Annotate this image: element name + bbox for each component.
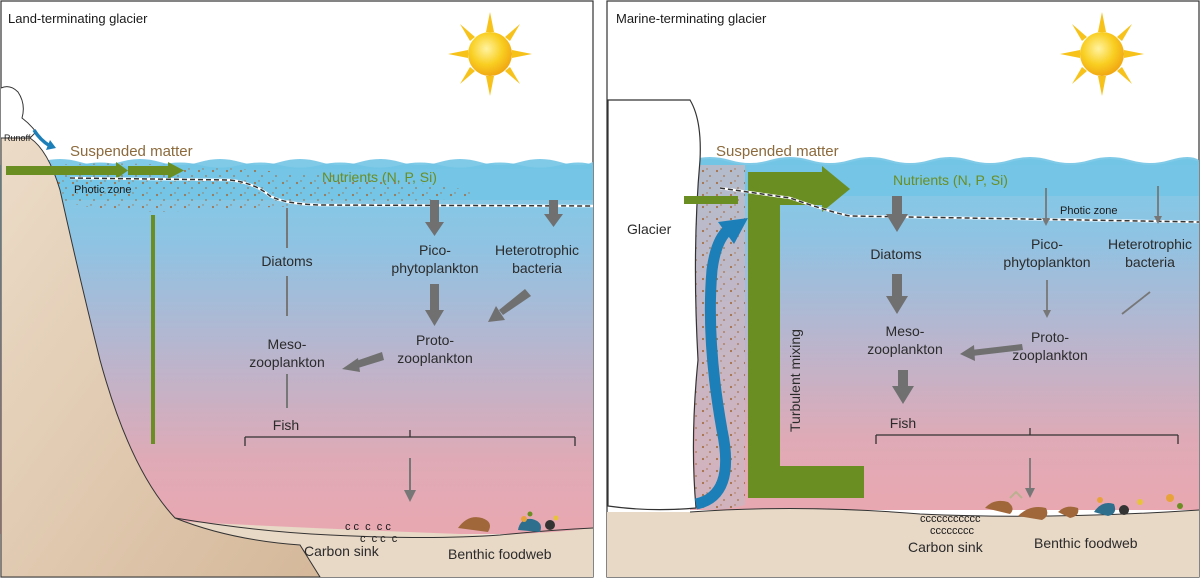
right-green-stub [684, 196, 738, 204]
right-blue-upwelling [694, 225, 732, 510]
left-arrowhead-nutrients-pico [425, 222, 444, 236]
left-arrow-bacteria-proto [499, 289, 531, 315]
right-glacier-label: Glacier [627, 221, 672, 237]
right-meso-2: zooplankton [867, 341, 943, 357]
left-carbon-sink: Carbon sink [304, 543, 380, 559]
left-arrow-nutrients-bacteria [549, 200, 558, 214]
left-arrow-proto-meso [356, 352, 384, 368]
right-carbon-marks-2: cccccccc [930, 525, 975, 537]
left-green-vertical [151, 215, 155, 444]
left-benthic-icon [458, 511, 559, 532]
right-carbon-marks: ccccccccccc [920, 513, 981, 525]
left-runoff-label: Runoff [4, 133, 31, 143]
left-carbon-marks-2: c c c c [360, 533, 398, 545]
left-runoff-arrowhead [46, 140, 56, 150]
right-water [690, 159, 1199, 510]
right-glacier-ice [607, 99, 701, 511]
right-photic-label: Photic zone [1060, 205, 1117, 217]
right-carbon-sink: Carbon sink [908, 539, 984, 555]
right-arrowhead-nutrients-pico [1042, 218, 1050, 226]
left-nutrients-label: Nutrients (N, P, Si) [322, 169, 437, 185]
right-arrow-proto-meso [971, 344, 1023, 356]
left-green-arrowhead-1 [116, 162, 128, 179]
left-grey-arrows [342, 200, 563, 372]
left-arrow-pico-proto [430, 284, 439, 310]
right-hetero-1: Heterotrophic [1108, 236, 1192, 252]
left-hetero-2: bacteria [512, 260, 562, 276]
right-suspended-label: Suspended matter [716, 143, 839, 160]
right-line-bacteria-proto [1121, 291, 1151, 315]
left-green-arrow-2 [128, 166, 170, 175]
right-fish: Fish [890, 415, 916, 431]
right-bracket [875, 428, 1179, 444]
right-pico-2: phytoplankton [1003, 254, 1090, 270]
right-arrowhead-nutrients-diatoms [886, 214, 908, 232]
left-photic-line [69, 177, 594, 207]
left-arrowhead-bacteria-proto [488, 306, 505, 322]
left-title: Land-terminating glacier [8, 11, 148, 26]
left-land [0, 137, 321, 578]
left-arrowhead-proto-meso [342, 358, 360, 372]
left-pico-2: phytoplankton [391, 260, 478, 276]
right-arrowhead-pico-proto [1043, 310, 1051, 318]
right-plume-dots [695, 165, 745, 510]
right-hetero-2: bacteria [1125, 254, 1175, 270]
right-arrow-nutrients-diatoms [892, 196, 902, 214]
right-benthic-icon [985, 490, 1183, 520]
right-blue-arrowhead [718, 218, 748, 244]
right-meso-1: Meso- [886, 323, 925, 339]
left-carbon-marks: c c c c c [345, 521, 391, 533]
right-seafloor [607, 508, 1199, 577]
left-arrowhead-nutrients-bacteria [544, 214, 563, 227]
left-sun-icon [448, 12, 532, 96]
left-green-arrow-1 [6, 166, 118, 175]
right-arrow-diatoms-meso [892, 274, 902, 296]
left-arrowhead-pico-proto [425, 310, 444, 326]
left-meso-2: zooplankton [249, 354, 325, 370]
left-photic-label: Photic zone [74, 184, 131, 196]
left-arrowhead-to-sink [404, 490, 416, 502]
right-arrowhead-meso-fish [892, 386, 914, 404]
right-nutrients-label: Nutrients (N, P, Si) [893, 172, 1008, 188]
left-green-arrowhead-2 [168, 162, 184, 179]
left-proto-1: Proto- [416, 332, 454, 348]
left-hetero-1: Heterotrophic [495, 242, 579, 258]
left-glacier-ice [0, 86, 37, 139]
right-arrowhead-to-sink [1025, 488, 1035, 498]
right-panel: Marine-terminating glacier Glacier Suspe… [606, 0, 1200, 578]
left-meso-1: Meso- [268, 336, 307, 352]
left-fish: Fish [273, 417, 299, 433]
right-grey-arrows [886, 196, 1023, 404]
left-suspended-label: Suspended matter [70, 143, 193, 160]
right-arrowhead-diatoms-meso [886, 296, 908, 314]
right-turbulent-label: Turbulent mixing [787, 329, 803, 432]
right-arrowhead-proto-meso [960, 345, 975, 361]
right-title: Marine-terminating glacier [616, 11, 767, 26]
left-water [0, 162, 593, 534]
left-panel: Land-terminating glacier Runoff Suspende… [0, 0, 594, 578]
left-arrow-nutrients-pico [430, 200, 439, 222]
right-pico-1: Pico- [1031, 236, 1063, 252]
right-benthic-foodweb: Benthic foodweb [1034, 535, 1138, 551]
right-proto-1: Proto- [1031, 329, 1069, 345]
left-proto-2: zooplankton [397, 350, 473, 366]
right-turbulent-mixing-arrow [748, 166, 864, 498]
left-bracket [244, 430, 576, 446]
left-diatoms: Diatoms [261, 253, 312, 269]
right-arrowhead-nutrients-bacteria [1154, 216, 1162, 224]
right-diatoms: Diatoms [870, 246, 921, 262]
right-photic-line [719, 187, 1200, 223]
right-sun-icon [1060, 12, 1144, 96]
left-benthic-foodweb: Benthic foodweb [448, 546, 552, 562]
right-proto-2: zooplankton [1012, 347, 1088, 363]
right-arrow-meso-fish [898, 370, 908, 386]
left-pico-1: Pico- [419, 242, 451, 258]
